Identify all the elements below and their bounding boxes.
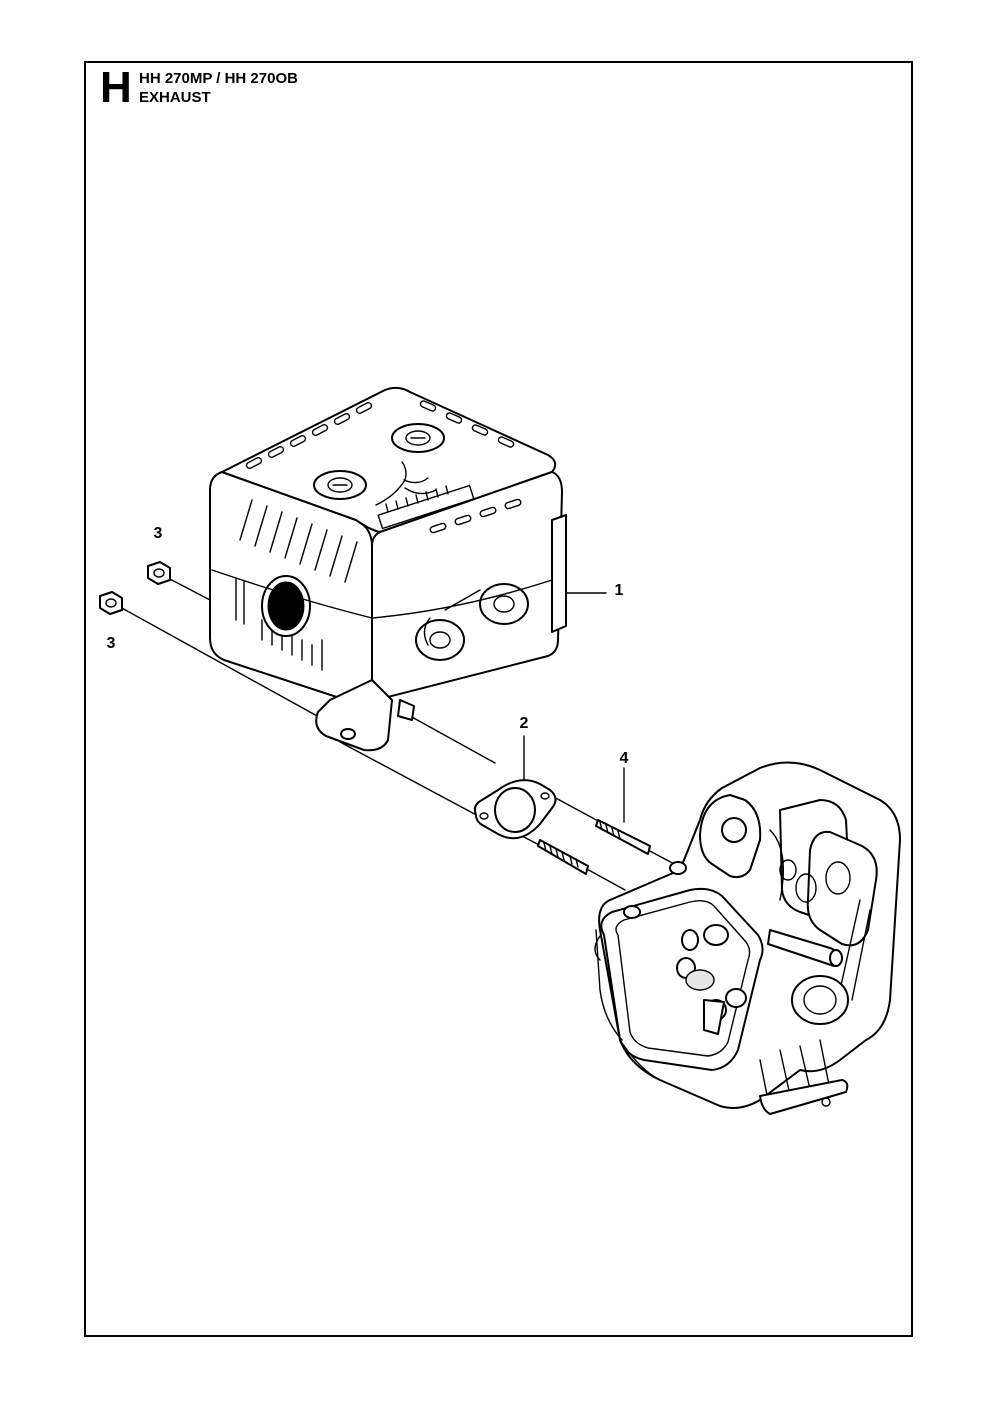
top-vent-slots [245, 400, 522, 534]
leader-lines [119, 577, 679, 891]
front-vent-slots [235, 499, 358, 671]
brand-logo-mark [375, 461, 475, 530]
section-title: EXHAUST [139, 89, 211, 106]
section-letter: H [100, 63, 132, 112]
callout-nut-lower: 3 [106, 635, 116, 652]
gasket-part [473, 779, 557, 840]
nut-lower-part [99, 591, 123, 615]
model-title: HH 270MP / HH 270OB [139, 70, 298, 87]
muffler-part [209, 386, 567, 752]
callout-nut-upper: 3 [153, 525, 163, 542]
callout-gasket: 2 [519, 715, 529, 732]
stud-upper-part [595, 819, 651, 855]
nut-upper-part [147, 561, 171, 585]
stud-lower-part [537, 839, 589, 875]
callout-muffler: 1 [614, 582, 624, 599]
callout-stud: 4 [619, 750, 629, 767]
cylinder-part [594, 761, 901, 1115]
page-frame [84, 61, 913, 1337]
